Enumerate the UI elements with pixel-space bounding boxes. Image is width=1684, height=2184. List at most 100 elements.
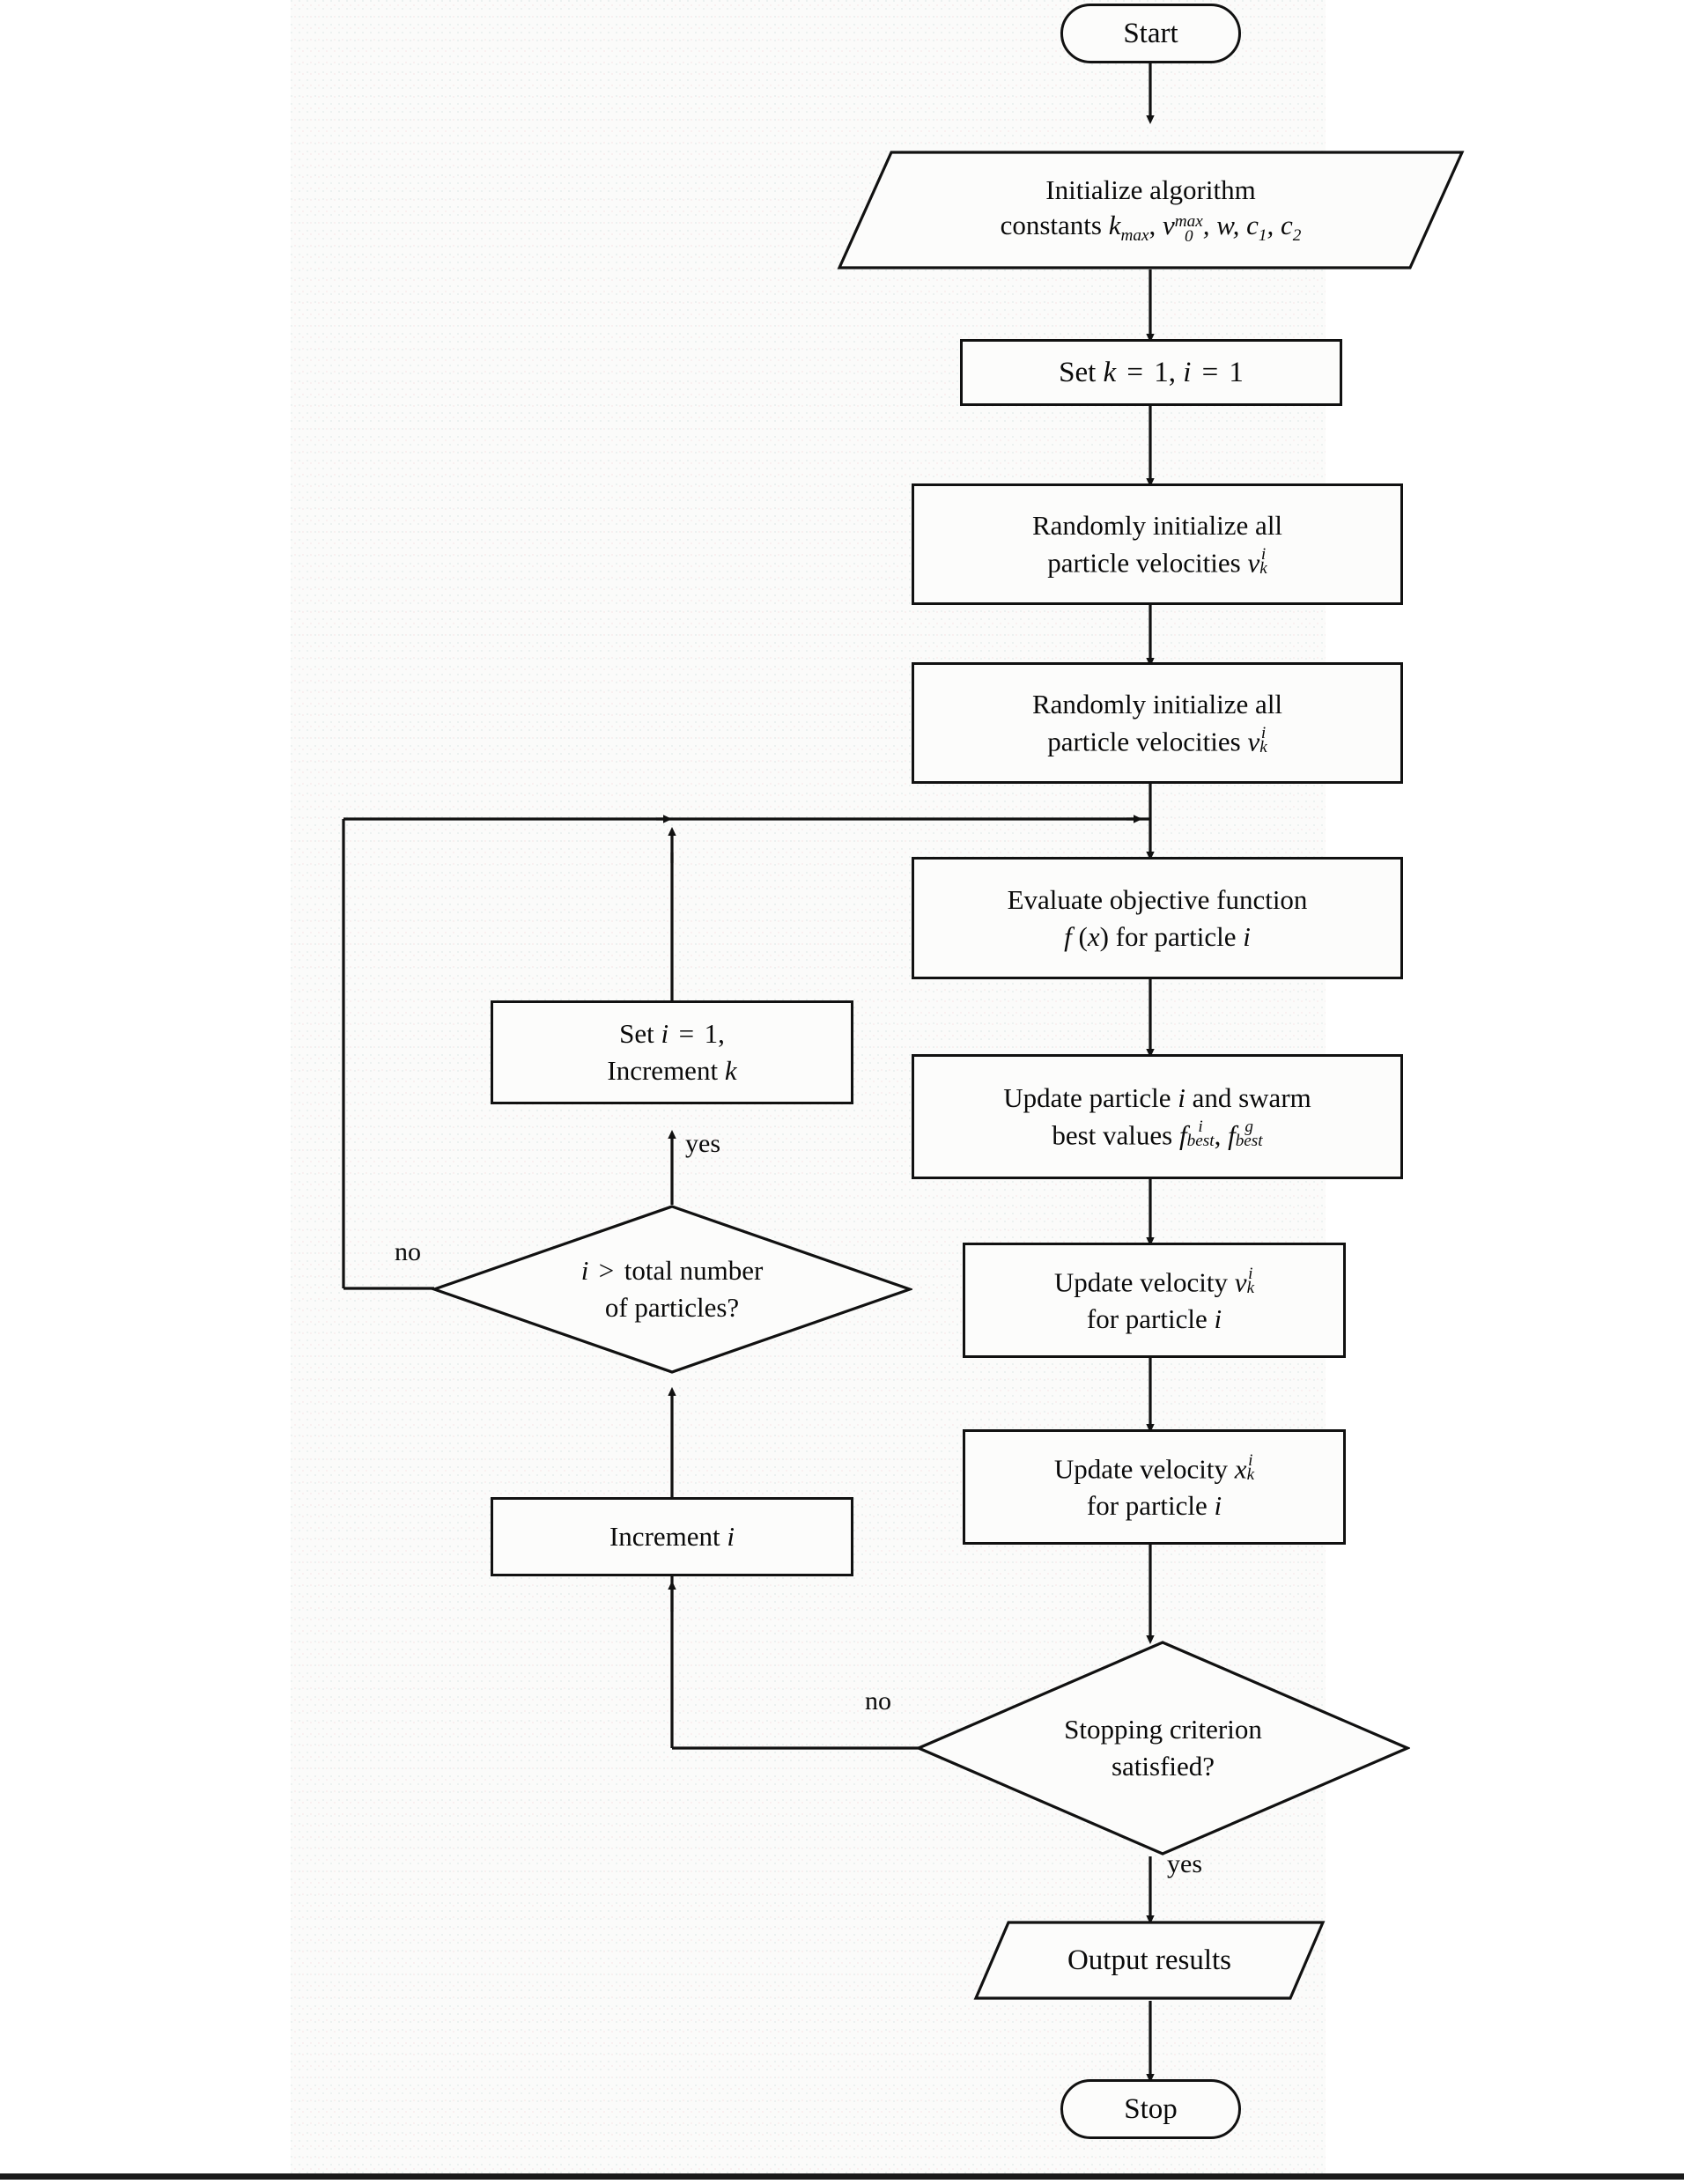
one-2: 1 [1229, 356, 1244, 388]
x-sym: x [1087, 920, 1100, 952]
updx-line2: for particle i [1054, 1489, 1254, 1523]
left-margin [0, 0, 291, 2177]
edge-label-particles-no: no [395, 1237, 421, 1266]
node-increment-i-text: Increment i [609, 1520, 735, 1553]
comma-1: , [1149, 210, 1163, 241]
edge-label-stop-no: no [865, 1686, 891, 1715]
node-set-k-i-text: Set k = 1, i = 1 [1059, 355, 1244, 390]
equals-sign: = [671, 1018, 701, 1050]
v-subscript: k [1246, 1278, 1255, 1297]
i-sym: i [1214, 1302, 1222, 1334]
k-sym: k [1103, 356, 1117, 388]
increment-word: Increment [609, 1521, 728, 1553]
node-decision-stopping-text: Stopping criterion satisfied? [916, 1640, 1410, 1856]
node-decision-stopping[interactable]: Stopping criterion satisfied? [916, 1640, 1410, 1856]
paren-close: ) [1099, 920, 1116, 952]
best-line1-post: and swarm [1185, 1082, 1311, 1114]
i-sym: i [1183, 356, 1192, 388]
node-start[interactable]: Start [1060, 4, 1241, 63]
gt-sign: > [592, 1255, 622, 1287]
v-sym: v [1234, 1265, 1247, 1297]
v-sym: v [1247, 547, 1260, 579]
node-randomly-initialize-2[interactable]: Randomly initialize all particle velocit… [912, 662, 1403, 784]
node-start-label: Start [1123, 17, 1178, 49]
updv-line2: for particle i [1054, 1302, 1254, 1336]
best-line2-pre: best values [1052, 1119, 1179, 1151]
f1-sym: f [1179, 1119, 1187, 1151]
const-word: constants [1000, 210, 1109, 241]
rand1-line2-text: particle velocities [1047, 547, 1248, 579]
paren-open: ( [1071, 920, 1088, 952]
node-randomly-initialize-1[interactable]: Randomly initialize all particle velocit… [912, 483, 1403, 605]
v-superscript: i [1260, 723, 1267, 742]
rand1-line1: Randomly initialize all [1031, 510, 1283, 542]
eval-mid: for particle [1115, 920, 1244, 952]
k-sym: k [724, 1055, 737, 1086]
dp-line2: of particles? [604, 1292, 740, 1323]
node-update-best-values[interactable]: Update particle i and swarm best values … [912, 1054, 1403, 1179]
page-bottom-rule [0, 2173, 1684, 2180]
ds-line1: Stopping criterion [1064, 1714, 1262, 1745]
rest-syms: , w, c [1202, 210, 1259, 241]
i-sym: i [727, 1521, 735, 1553]
best-line1: Update particle i and swarm [1003, 1081, 1311, 1115]
k-sym: k [1108, 210, 1121, 241]
c2-subscript: 2 [1292, 226, 1302, 246]
updx-line2-pre: for particle [1086, 1489, 1215, 1521]
f2-sym: f [1228, 1119, 1236, 1151]
rand2-line2-text: particle velocities [1047, 726, 1248, 757]
parallelogram-shape [973, 1921, 1326, 2000]
node-set-i-increment-k[interactable]: Set i = 1, Increment k [491, 1000, 853, 1104]
f1-subscript: best [1186, 1132, 1215, 1151]
best-line1-pre: Update particle [1003, 1082, 1178, 1114]
node-increment-i[interactable]: Increment i [491, 1497, 853, 1576]
node-randomly-initialize-2-text: Randomly initialize all particle velocit… [1032, 688, 1282, 758]
node-decision-particles[interactable]: i > total number of particles? [432, 1204, 912, 1375]
seti-line1: Set i = 1, [607, 1017, 736, 1051]
node-stop[interactable]: Stop [1060, 2079, 1241, 2139]
x-sym: x [1234, 1452, 1247, 1484]
i-sym: i [1214, 1489, 1222, 1521]
eval-line2: f (x) for particle i [1008, 920, 1308, 954]
v-subscript: k [1259, 559, 1267, 579]
i-sym: i [1178, 1082, 1185, 1114]
node-initialize-line1: Initialize algorithm [1045, 174, 1256, 206]
comma-2: , c [1267, 210, 1293, 241]
v-superscript: i [1260, 544, 1267, 564]
ds-line2: satisfied? [1111, 1751, 1215, 1782]
f2-subscript: best [1235, 1132, 1263, 1151]
node-randomly-initialize-1-text: Randomly initialize all particle velocit… [1032, 509, 1282, 579]
c1-subscript: 1 [1258, 226, 1267, 246]
x-superscript: i [1248, 1450, 1253, 1470]
v-subscript: 0 [1184, 226, 1193, 246]
edge-label-stop-yes: yes [1167, 1849, 1202, 1878]
parallelogram-shape [837, 151, 1465, 269]
best-comma: , [1214, 1119, 1229, 1151]
node-output-results[interactable]: Output results [973, 1920, 1326, 2001]
updv-line1-pre: Update velocity [1053, 1265, 1235, 1297]
i-sym: i [580, 1255, 589, 1287]
diamond-shape [916, 1641, 1410, 1856]
node-set-i-increment-k-text: Set i = 1, Increment k [607, 1017, 736, 1088]
node-evaluate-objective[interactable]: Evaluate objective function f (x) for pa… [912, 857, 1403, 979]
node-stop-label: Stop [1124, 2092, 1178, 2125]
one-1: 1, [1154, 356, 1184, 388]
node-set-k-i[interactable]: Set k = 1, i = 1 [960, 339, 1342, 406]
set-word: Set [1059, 356, 1104, 388]
updv-line2-pre: for particle [1086, 1302, 1215, 1334]
v-subscript: k [1259, 738, 1267, 757]
f1-superscript: i [1198, 1117, 1203, 1136]
v-sym: v [1163, 210, 1175, 241]
